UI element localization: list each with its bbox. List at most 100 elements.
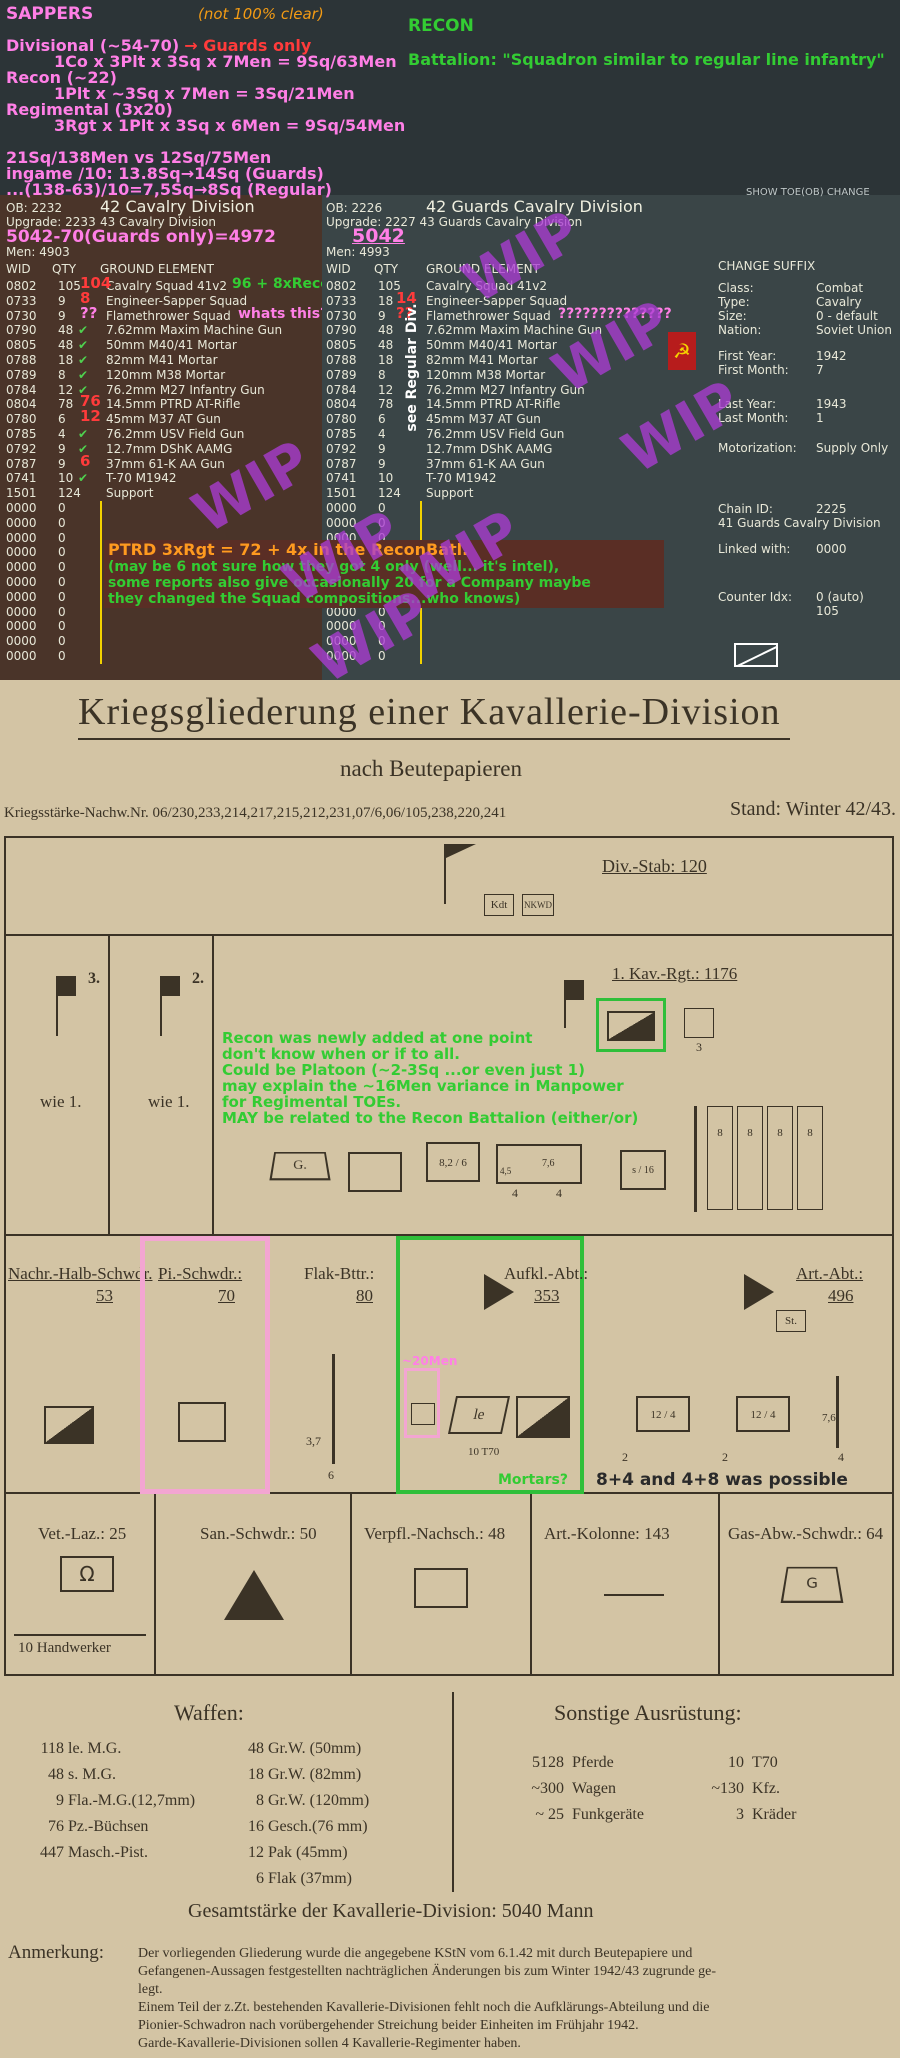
equipment-name-2: Kfz. bbox=[752, 1780, 780, 1797]
row-qty: 48 bbox=[378, 338, 394, 353]
nachr-strength: 53 bbox=[96, 1286, 113, 1305]
first-month-value[interactable]: 7 bbox=[816, 363, 824, 377]
right-men: Men: 4993 bbox=[326, 245, 390, 259]
weapon-entry: 8 Gr.W. (120mm) bbox=[232, 1788, 462, 1814]
aufkl-strength: 353 bbox=[534, 1286, 560, 1305]
stab-flag-icon bbox=[446, 844, 476, 858]
last-month-value[interactable]: 1 bbox=[816, 411, 824, 425]
right-col-qty: QTY bbox=[374, 262, 399, 276]
class-value[interactable]: Combat bbox=[816, 281, 864, 295]
row-qty: 6 bbox=[58, 412, 66, 427]
sappers-heading: SAPPERS bbox=[6, 4, 94, 24]
row-element: Cavalry Squad 41v2 bbox=[426, 279, 548, 293]
row-qty: 18 bbox=[58, 353, 74, 367]
first-year-value[interactable]: 1942 bbox=[816, 349, 847, 363]
counter-icon[interactable] bbox=[734, 643, 778, 667]
row-qty: 48 bbox=[378, 323, 394, 338]
weapon-name: Fla.-M.G.(12,7mm) bbox=[68, 1792, 196, 1809]
row-qty: 0 bbox=[58, 530, 66, 545]
show-toe-button[interactable]: SHOW TOE(OB) CHANGE bbox=[746, 187, 870, 198]
last-month-label: Last Month: bbox=[718, 411, 789, 425]
chain-id-value[interactable]: 2225 bbox=[816, 502, 847, 516]
nation-value[interactable]: Soviet Union bbox=[816, 323, 892, 337]
motorization-value[interactable]: Supply Only bbox=[816, 441, 889, 455]
counter-value[interactable]: 0 (auto) bbox=[816, 590, 864, 604]
row-wid: 0787 bbox=[6, 456, 37, 471]
battery-1-count: 2 bbox=[622, 1450, 628, 1464]
waffen-left-list: 118 le. M.G.48 s. M.G.9 Fla.-M.G.(12,7mm… bbox=[18, 1736, 248, 1866]
change-suffix-button[interactable]: CHANGE SUFFIX bbox=[718, 259, 816, 273]
last-year-value[interactable]: 1943 bbox=[816, 397, 847, 411]
type-value[interactable]: Cavalry bbox=[816, 295, 862, 309]
gun-count-b: 4 bbox=[556, 1186, 562, 1200]
annotation-notes-area: SAPPERS (not 100% clear) Divisional (~54… bbox=[0, 0, 900, 199]
linked-value[interactable]: 0000 bbox=[816, 542, 847, 556]
equipment-name-2: T70 bbox=[752, 1754, 778, 1771]
weapon-entry: 16 Gesch.(76 mm) bbox=[232, 1814, 462, 1840]
art-staff-box: St. bbox=[776, 1310, 806, 1332]
row-qty: 0 bbox=[378, 604, 386, 619]
flak-caliber: 3,7 bbox=[306, 1434, 321, 1448]
row-note-2: ?????????????? bbox=[558, 305, 672, 322]
right-title: 42 Guards Cavalry Division bbox=[426, 197, 643, 216]
weapon-count: 18 bbox=[248, 1766, 264, 1783]
size-label: Size: bbox=[718, 309, 747, 323]
left-men-overlay: 5042-70(Guards only)=4972 bbox=[6, 227, 276, 247]
check-icon: ✔ bbox=[78, 471, 89, 486]
size-value[interactable]: 0 - default bbox=[816, 309, 878, 323]
note-line: legt. bbox=[138, 1982, 163, 1997]
div-units-row: Nachr.-Halb-Schwdr. 53 Pi.-Schwdr.: 70 F… bbox=[4, 1236, 894, 1494]
divisional-calc: 1Co x 3Plt x 3Sq x 7Men = 9Sq/63Men bbox=[54, 52, 397, 71]
nachr-label: Nachr.-Halb-Schwdr. bbox=[8, 1264, 153, 1283]
row-element: Engineer-Sapper Squad bbox=[106, 293, 248, 308]
row-wid: 0780 bbox=[326, 412, 357, 427]
